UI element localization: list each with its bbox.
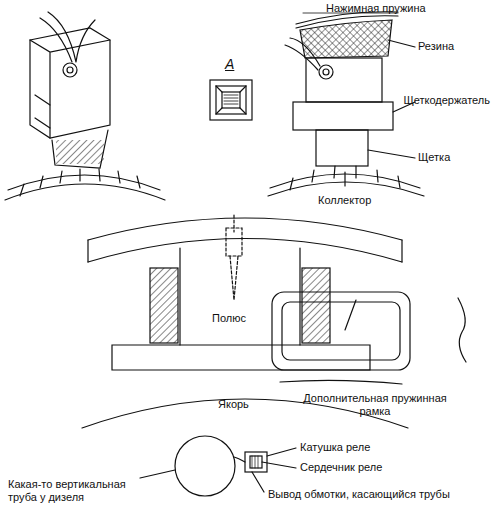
part-label: Какая-то вертикальная труба у дизеля xyxy=(8,478,140,504)
part-label: Щетка xyxy=(418,151,450,164)
part-label: Якорь xyxy=(218,398,249,411)
part-label: Коллектор xyxy=(318,194,371,207)
spring-frame xyxy=(272,292,466,384)
part-label: Нажимная пружина xyxy=(326,2,426,15)
part-label: Дополнительная пружинная рамка xyxy=(300,392,450,418)
brush-holder-section xyxy=(268,12,424,196)
part-label: Резина xyxy=(418,40,454,53)
part-label: Полюс xyxy=(212,312,246,325)
view-label: А xyxy=(225,58,234,71)
part-label: Сердечник реле xyxy=(300,461,382,474)
part-label: Катушка реле xyxy=(300,441,370,454)
part-label: Вывод обмотки, касающийся трубы xyxy=(268,488,450,501)
section-a xyxy=(210,80,252,120)
brush-holder-sketch xyxy=(5,12,165,200)
relay-sketch xyxy=(140,436,296,496)
part-label: Щеткодержатель xyxy=(403,94,490,107)
